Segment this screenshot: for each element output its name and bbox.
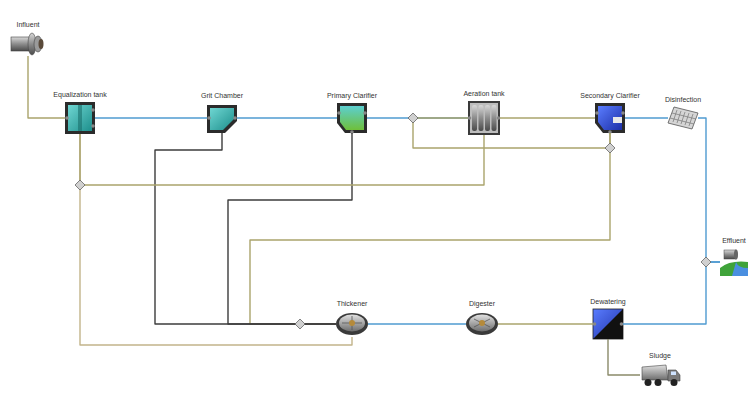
- unit-label: Digester: [468, 300, 496, 308]
- flow-line: [368, 323, 466, 324]
- mixer-symbol: [75, 180, 85, 190]
- process-unit: Equalization tank: [65, 102, 95, 134]
- digester-icon: [466, 313, 498, 335]
- flow-line: [95, 117, 207, 118]
- flow-line: [623, 262, 720, 324]
- influent-icon: [11, 33, 44, 55]
- dewatering-icon: [593, 309, 624, 339]
- aeration-tank-icon: [468, 101, 501, 135]
- splitter-symbol: [605, 143, 615, 153]
- unit-label: Disinfection: [664, 96, 702, 104]
- mixer-symbol: [701, 257, 711, 267]
- process-unit: Aeration tank: [468, 101, 500, 135]
- disinfection-icon: [668, 107, 698, 129]
- primary-clarifier-icon: [337, 103, 367, 134]
- grit-chamber-icon: [207, 105, 237, 133]
- process-unit: Grit Chamber: [207, 103, 237, 133]
- process-unit: Effluent: [720, 248, 748, 276]
- flow-line: [413, 118, 610, 148]
- process-unit: Influent: [11, 32, 45, 56]
- flow-line: [250, 133, 610, 324]
- sludge-truck-icon: [642, 365, 680, 386]
- unit-label: Influent: [16, 21, 41, 29]
- process-unit: Thickener: [336, 311, 368, 337]
- flow-line: [625, 117, 668, 118]
- process-unit: Dewatering: [593, 309, 623, 339]
- unit-label: Secondary Clarifier: [579, 92, 641, 100]
- flow-line: [80, 134, 484, 185]
- unit-label: Primary Clarifier: [326, 92, 378, 100]
- unit-label: Aeration tank: [462, 90, 505, 98]
- effluent-icon: [720, 250, 748, 277]
- flow-line: [155, 133, 336, 324]
- equalization-icon: [65, 102, 95, 134]
- flow-line: [28, 56, 65, 118]
- unit-label: Sludge: [648, 352, 672, 360]
- process-unit: Primary Clarifier: [337, 103, 367, 133]
- process-unit: Disinfection: [668, 107, 698, 129]
- process-unit: Sludge: [640, 363, 680, 387]
- unit-label: Thickener: [336, 300, 369, 308]
- flow-line: [698, 118, 720, 262]
- flow-line: [608, 339, 640, 375]
- unit-label: Effluent: [721, 237, 747, 245]
- mixer-symbol: [408, 113, 418, 123]
- mixer-symbol: [295, 319, 305, 329]
- thickener-icon: [336, 313, 368, 335]
- process-unit: Secondary Clarifier: [595, 103, 625, 133]
- unit-label: Grit Chamber: [200, 92, 244, 100]
- flow-line: [498, 323, 593, 324]
- unit-label: Equalization tank: [52, 91, 107, 99]
- flow-line: [228, 133, 352, 324]
- secondary-clarifier-icon: [595, 103, 625, 134]
- process-unit: Digester: [466, 311, 498, 337]
- flow-line: [237, 117, 337, 118]
- flow-line: [80, 134, 352, 345]
- unit-label: Dewatering: [589, 298, 626, 306]
- flow-line: [500, 117, 595, 118]
